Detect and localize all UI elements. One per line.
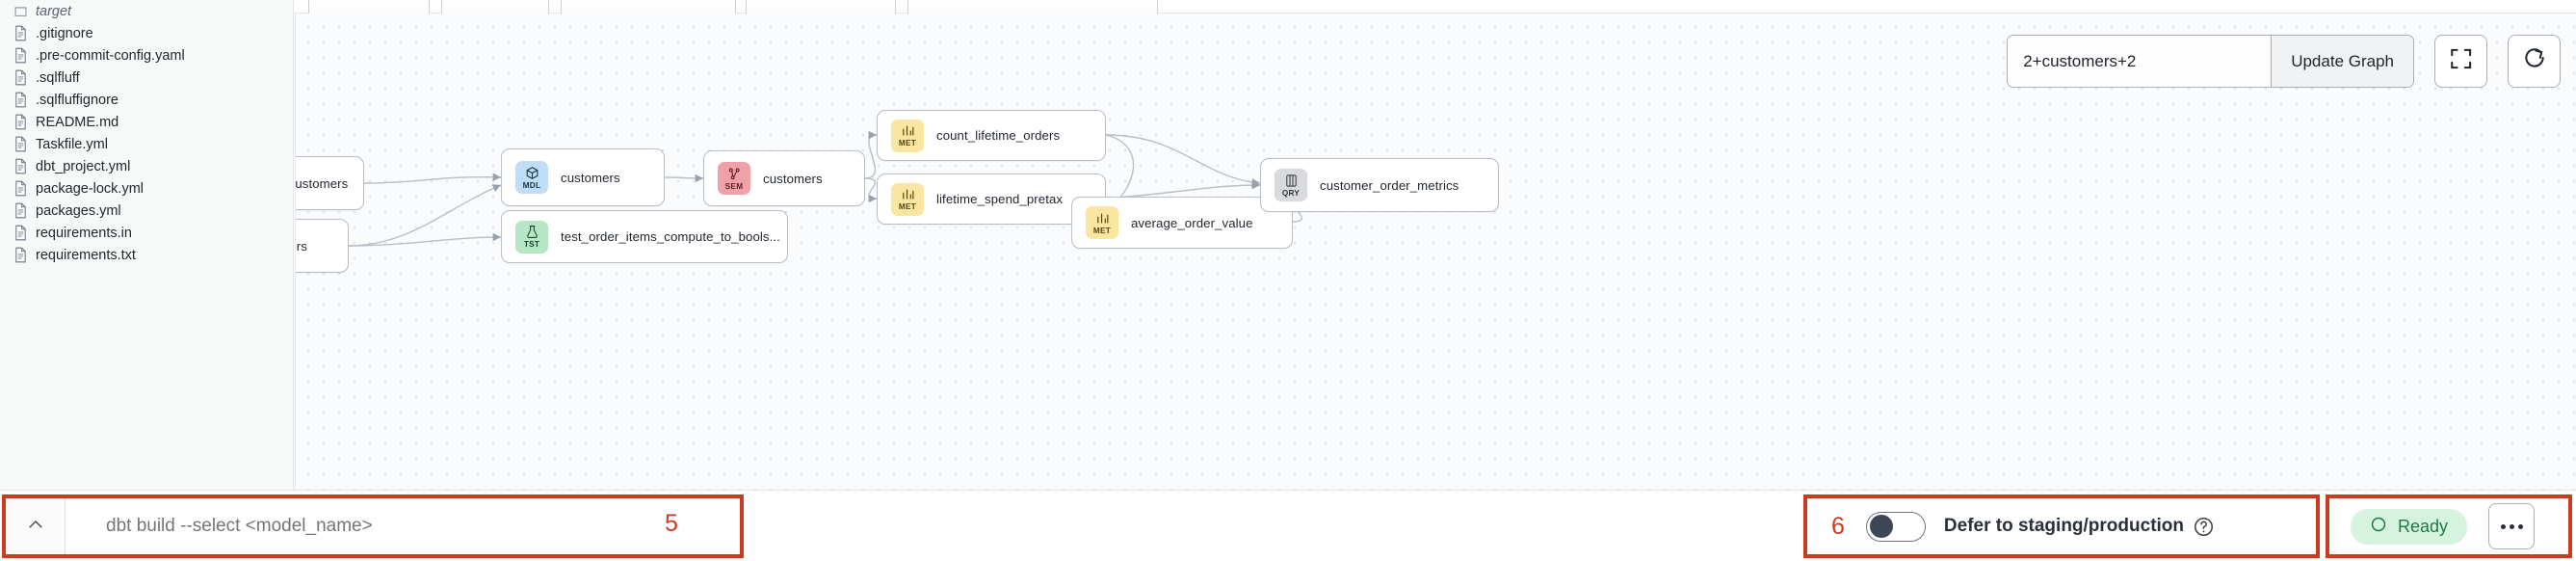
help-circle-icon[interactable] xyxy=(2193,516,2215,538)
fullscreen-button[interactable] xyxy=(2434,35,2487,88)
annotation-6: 6 xyxy=(1831,512,1845,540)
status-badge[interactable]: Ready xyxy=(2351,508,2468,545)
file-icon xyxy=(13,180,28,197)
graph-toolbar: Update Graph xyxy=(2007,35,2561,88)
graph-selector-group: Update Graph xyxy=(2007,35,2414,88)
file-icon xyxy=(13,92,28,108)
file-row[interactable]: .sqlfluffignore xyxy=(0,89,293,111)
refresh-button[interactable] xyxy=(2508,35,2561,88)
file-icon xyxy=(13,25,28,41)
folder-icon xyxy=(13,3,28,19)
defer-control-group: 6 Defer to staging/production xyxy=(1803,494,2320,558)
file-row[interactable]: .pre-commit-config.yaml xyxy=(0,44,293,67)
graph-node[interactable]: QRY customer_order_metrics xyxy=(1260,158,1499,212)
chevron-up-icon xyxy=(26,515,45,539)
defer-toggle[interactable] xyxy=(1865,511,1926,542)
toggle-knob xyxy=(1869,515,1893,538)
fullscreen-icon xyxy=(2449,46,2474,76)
file-label: dbt_project.yml xyxy=(36,158,131,174)
tst-badge-icon: TST xyxy=(515,220,548,254)
met-badge-icon: MET xyxy=(891,119,924,152)
graph-node-label: customers xyxy=(763,171,823,186)
file-icon xyxy=(13,69,28,86)
file-row[interactable]: requirements.in xyxy=(0,222,293,244)
graph-node[interactable]: MET average_order_value xyxy=(1071,197,1293,249)
defer-label: Defer to staging/production xyxy=(1943,516,2185,536)
file-row[interactable]: packages.yml xyxy=(0,200,293,222)
file-row[interactable]: .sqlfluff xyxy=(0,67,293,89)
graph-node[interactable]: MET count_lifetime_orders xyxy=(877,110,1106,161)
file-list: target .gitignore .pre-commit-config.yaml.… xyxy=(0,0,293,266)
file-row[interactable]: requirements.txt xyxy=(0,244,293,266)
expand-terminal-button[interactable] xyxy=(6,498,66,554)
mdl-badge-icon: MDL xyxy=(515,161,548,194)
file-label: packages.yml xyxy=(36,202,121,219)
editor-tabstrip xyxy=(295,0,2576,13)
file-explorer: target .gitignore .pre-commit-config.yaml.… xyxy=(0,0,294,490)
met-badge-icon: MET xyxy=(1086,206,1118,239)
file-row[interactable]: Taskfile.yml xyxy=(0,133,293,155)
refresh-icon xyxy=(2522,46,2547,76)
file-icon xyxy=(13,158,28,174)
file-label: requirements.in xyxy=(36,225,132,241)
file-label: .sqlfluffignore xyxy=(36,92,118,108)
file-label: package-lock.yml xyxy=(36,180,145,197)
graph-node[interactable]: MET lifetime_spend_pretax xyxy=(877,174,1106,225)
file-label: .sqlfluff xyxy=(36,69,80,86)
file-row[interactable]: README.md xyxy=(0,111,293,133)
qry-badge-icon: QRY xyxy=(1275,169,1307,201)
file-label: target xyxy=(36,3,72,19)
canvas-left-edge xyxy=(295,13,296,490)
file-icon xyxy=(13,114,28,130)
graph-selector-input[interactable] xyxy=(2008,36,2272,87)
file-label: requirements.txt xyxy=(36,247,136,263)
graph-node-label: lifetime_spend_pretax xyxy=(936,192,1064,206)
graph-node-label: tg_customers xyxy=(295,175,349,191)
graph-node[interactable]: orders xyxy=(295,219,349,273)
file-icon xyxy=(13,136,28,152)
editor-tab[interactable] xyxy=(746,0,896,13)
file-label: README.md xyxy=(36,114,119,130)
graph-node[interactable]: SEM customers xyxy=(703,150,865,206)
graph-node-label: count_lifetime_orders xyxy=(936,128,1061,143)
file-label: .pre-commit-config.yaml xyxy=(36,47,185,64)
file-label: Taskfile.yml xyxy=(36,136,108,152)
file-icon xyxy=(13,202,28,219)
file-row[interactable]: target xyxy=(0,0,293,22)
graph-node[interactable]: tg_customers xyxy=(295,156,364,210)
status-label: Ready xyxy=(2398,516,2449,536)
editor-tab[interactable] xyxy=(308,0,430,13)
update-graph-button[interactable]: Update Graph xyxy=(2271,36,2413,87)
file-row[interactable]: package-lock.yml xyxy=(0,177,293,200)
editor-tab[interactable] xyxy=(441,0,549,13)
status-group: Ready xyxy=(2326,494,2572,558)
ellipsis-icon xyxy=(2500,523,2523,529)
file-icon xyxy=(13,47,28,64)
met-badge-icon: MET xyxy=(891,182,924,216)
file-icon xyxy=(13,247,28,263)
file-row[interactable]: dbt_project.yml xyxy=(0,155,293,177)
graph-node-label: orders xyxy=(295,238,307,254)
graph-node-label: customer_order_metrics xyxy=(1320,177,1459,193)
dbt-command-input[interactable] xyxy=(66,498,740,554)
more-options-button[interactable] xyxy=(2488,503,2536,549)
bottom-status-bar: 5 7 6 Defer to staging/production xyxy=(0,490,2576,561)
command-bar xyxy=(2,494,744,558)
graph-node-label: average_order_value xyxy=(1131,215,1253,230)
circle-icon xyxy=(2370,516,2387,538)
graph-node-label: test_order_items_compute_to_bools... xyxy=(561,229,780,244)
annotation-5: 5 xyxy=(665,510,678,537)
graph-node[interactable]: TST test_order_items_compute_to_bools... xyxy=(501,210,788,263)
sem-badge-icon: SEM xyxy=(718,162,750,195)
file-row[interactable]: .gitignore xyxy=(0,22,293,44)
file-label: .gitignore xyxy=(36,25,93,41)
editor-tab[interactable] xyxy=(907,0,1158,13)
graph-node[interactable]: MDL customers xyxy=(501,148,665,206)
editor-tab[interactable] xyxy=(561,0,736,13)
file-icon xyxy=(13,225,28,241)
graph-node-label: customers xyxy=(561,170,620,185)
